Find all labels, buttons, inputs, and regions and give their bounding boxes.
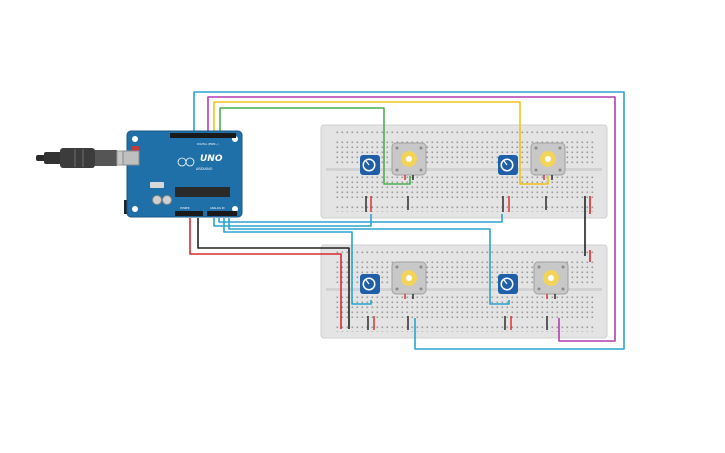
arduino-brand: ARDUINO bbox=[196, 167, 213, 171]
reset-button[interactable] bbox=[132, 146, 139, 153]
wire-blue-a2 bbox=[223, 218, 372, 305]
wire-green bbox=[219, 107, 411, 185]
wire-red-power bbox=[189, 218, 342, 329]
dc-motor-icon[interactable] bbox=[391, 142, 427, 180]
wire-magenta bbox=[207, 96, 616, 342]
wire-blue-a1 bbox=[218, 214, 503, 223]
wire-blue-a0 bbox=[213, 214, 372, 227]
wire-yellow bbox=[213, 101, 549, 185]
arduino-power-label: POWER bbox=[180, 206, 190, 210]
wire-blue-a3 bbox=[228, 218, 510, 305]
potentiometer-icon[interactable] bbox=[498, 274, 518, 294]
arduino-board-icon[interactable]: UNO ARDUINO DIGITAL (PWM~) POWER ANALOG … bbox=[122, 130, 243, 218]
arduino-analog-label: ANALOG IN bbox=[210, 206, 224, 210]
dc-motor-icon[interactable] bbox=[391, 261, 427, 299]
dc-motor-icon[interactable] bbox=[530, 142, 566, 180]
potentiometer-icon[interactable] bbox=[498, 155, 518, 175]
potentiometer-icon[interactable] bbox=[360, 155, 380, 175]
dc-motor-icon[interactable] bbox=[533, 261, 569, 299]
wire-black-ground bbox=[197, 218, 350, 329]
arduino-digital-label: DIGITAL (PWM~) bbox=[197, 142, 219, 146]
arduino-model: UNO bbox=[200, 154, 223, 164]
potentiometer-icon[interactable] bbox=[360, 274, 380, 294]
